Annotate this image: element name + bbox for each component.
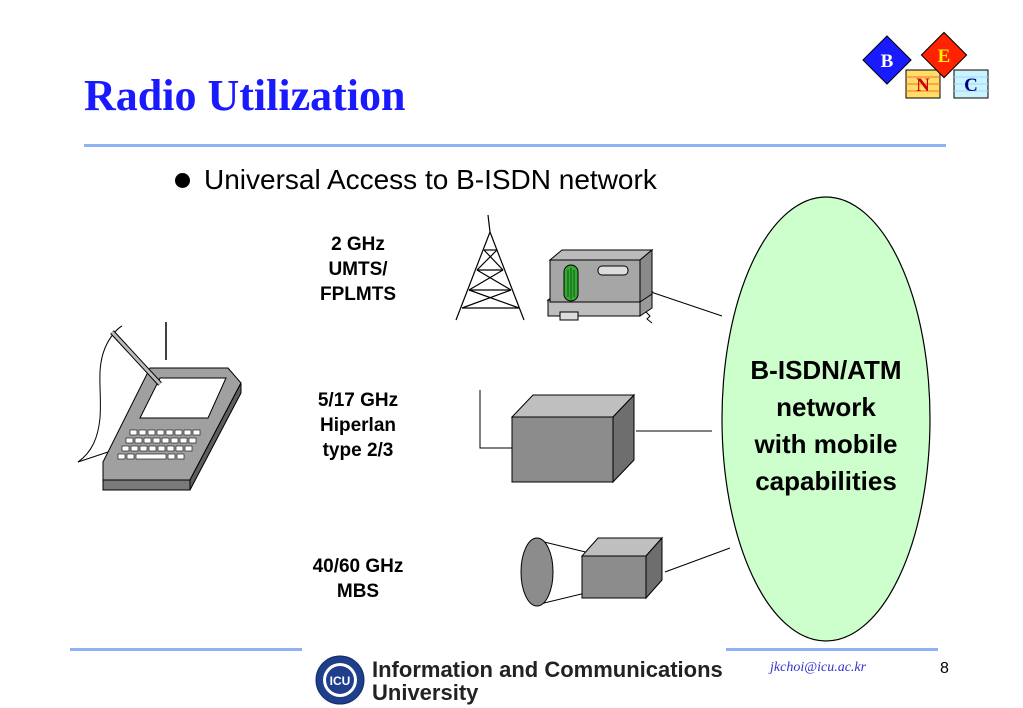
connection-lines [636, 289, 731, 573]
network-label-line-4: capabilities [755, 466, 897, 496]
icu-seal-text: ICU [330, 674, 351, 688]
logo-tile-b: B [862, 35, 912, 85]
logo-tile-e: E [920, 31, 968, 79]
footer-rule-right [726, 648, 938, 651]
horn-antenna-icon [520, 536, 664, 607]
cell-tower-icon [455, 214, 525, 321]
university-name-line-2: University [372, 680, 479, 705]
access-point-box-icon [479, 390, 636, 484]
logo-letter-n: N [916, 75, 930, 96]
network-label-line-2: network [776, 392, 876, 422]
author-email: jkchoi@icu.ac.kr [770, 660, 867, 675]
footer-rule-left [70, 648, 302, 651]
bullet-dot-icon [175, 172, 190, 188]
logo-tile-n: N [905, 69, 941, 99]
icu-seal-icon: ICU [315, 655, 365, 705]
handheld-terminal-icon [77, 322, 242, 491]
base-station-icon [546, 248, 654, 324]
logo-letter-c: C [964, 75, 978, 96]
network-label-line-1: B-ISDN/ATM [750, 355, 902, 385]
university-name-line-1: Information and Communications [372, 657, 723, 682]
link-line-umts [644, 289, 723, 317]
page-number: 8 [940, 660, 949, 677]
network-ellipse [721, 196, 931, 642]
network-label-line-3: with mobile [754, 429, 898, 459]
label-mbs-line-2: MBS [336, 581, 380, 602]
label-mbs: 40/60 GHz MBS [298, 554, 418, 604]
title-underline [84, 144, 946, 147]
logo-letter-b: B [881, 51, 894, 72]
label-hiperlan: 5/17 GHz Hiperlan type 2/3 [298, 388, 418, 463]
bnec-logo: B N E C [862, 31, 989, 99]
logo-letter-e: E [938, 46, 951, 67]
link-line-mbs [664, 547, 731, 573]
label-umts-line-1: 2 GHz [331, 234, 385, 255]
label-umts: 2 GHz UMTS/ FPLMTS [298, 232, 418, 307]
university-name: Information and Communications Universit… [372, 658, 723, 704]
label-hiperlan-line-3: type 2/3 [322, 440, 394, 461]
label-hiperlan-line-2: Hiperlan [319, 415, 397, 436]
label-mbs-line-1: 40/60 GHz [312, 556, 404, 577]
slide-title: Radio Utilization [84, 71, 406, 120]
label-hiperlan-line-1: 5/17 GHz [317, 390, 399, 411]
label-umts-line-3: FPLMTS [320, 284, 396, 305]
bullet-item: Universal Access to B-ISDN network [175, 164, 657, 196]
bullet-text: Universal Access to B-ISDN network [204, 164, 657, 195]
label-umts-line-2: UMTS/ [328, 259, 388, 280]
network-label: B-ISDN/ATM network with mobile capabilit… [726, 352, 926, 500]
logo-tile-c: C [953, 69, 989, 99]
